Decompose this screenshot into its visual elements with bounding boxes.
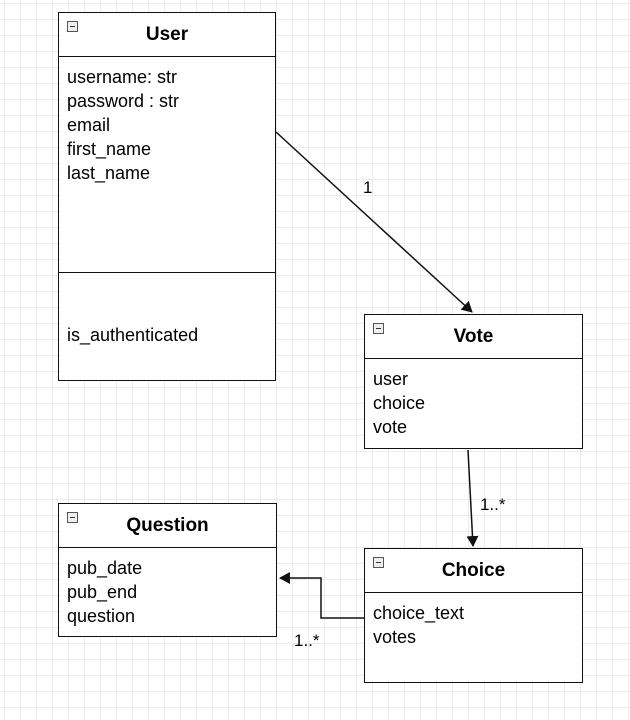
- attributes-section: choice_text votes: [365, 593, 582, 649]
- attribute: question: [67, 606, 136, 626]
- edge-choice-question[interactable]: [279, 572, 364, 619]
- attribute: pub_date: [67, 558, 143, 578]
- multiplicity-label-vote-choice: 1..*: [480, 495, 506, 514]
- edge-vote-choice[interactable]: [466, 449, 479, 547]
- edge-user-vote[interactable]: [275, 131, 473, 313]
- attribute: user: [373, 369, 409, 389]
- attribute: username: str: [67, 67, 178, 87]
- class-header: User: [59, 13, 275, 57]
- attributes-section: pub_date pub_end question: [59, 548, 276, 628]
- attributes-section: user choice vote: [365, 359, 582, 439]
- class-user[interactable]: User username: str password : str email …: [58, 12, 276, 381]
- multiplicity-label-choice-question: 1..*: [294, 631, 320, 650]
- attribute: pub_end: [67, 582, 138, 602]
- attribute: email: [67, 115, 111, 135]
- collapse-icon[interactable]: [67, 512, 78, 523]
- class-header: Vote: [365, 315, 582, 359]
- collapse-icon[interactable]: [373, 323, 384, 334]
- class-choice[interactable]: Choice choice_text votes: [364, 548, 583, 683]
- operation: is_authenticated: [67, 325, 199, 345]
- collapse-icon[interactable]: [67, 21, 78, 32]
- operations-section: is_authenticated: [59, 272, 275, 347]
- collapse-icon[interactable]: [373, 557, 384, 568]
- class-title: Vote: [453, 325, 494, 347]
- attribute: first_name: [67, 139, 152, 159]
- attribute: votes: [373, 627, 417, 647]
- attributes-section: username: str password : str email first…: [59, 57, 275, 272]
- attribute: choice: [373, 393, 426, 413]
- attribute: choice_text: [373, 603, 465, 623]
- class-vote[interactable]: Vote user choice vote: [364, 314, 583, 449]
- multiplicity-label-user-vote: 1: [363, 178, 373, 197]
- class-header: Question: [59, 504, 276, 548]
- attribute: last_name: [67, 163, 151, 183]
- class-question[interactable]: Question pub_date pub_end question: [58, 503, 277, 637]
- class-title: Question: [126, 514, 209, 536]
- attribute: password : str: [67, 91, 180, 111]
- class-header: Choice: [365, 549, 582, 593]
- class-title: User: [145, 23, 189, 45]
- class-title: Choice: [441, 559, 506, 581]
- attribute: vote: [373, 417, 408, 437]
